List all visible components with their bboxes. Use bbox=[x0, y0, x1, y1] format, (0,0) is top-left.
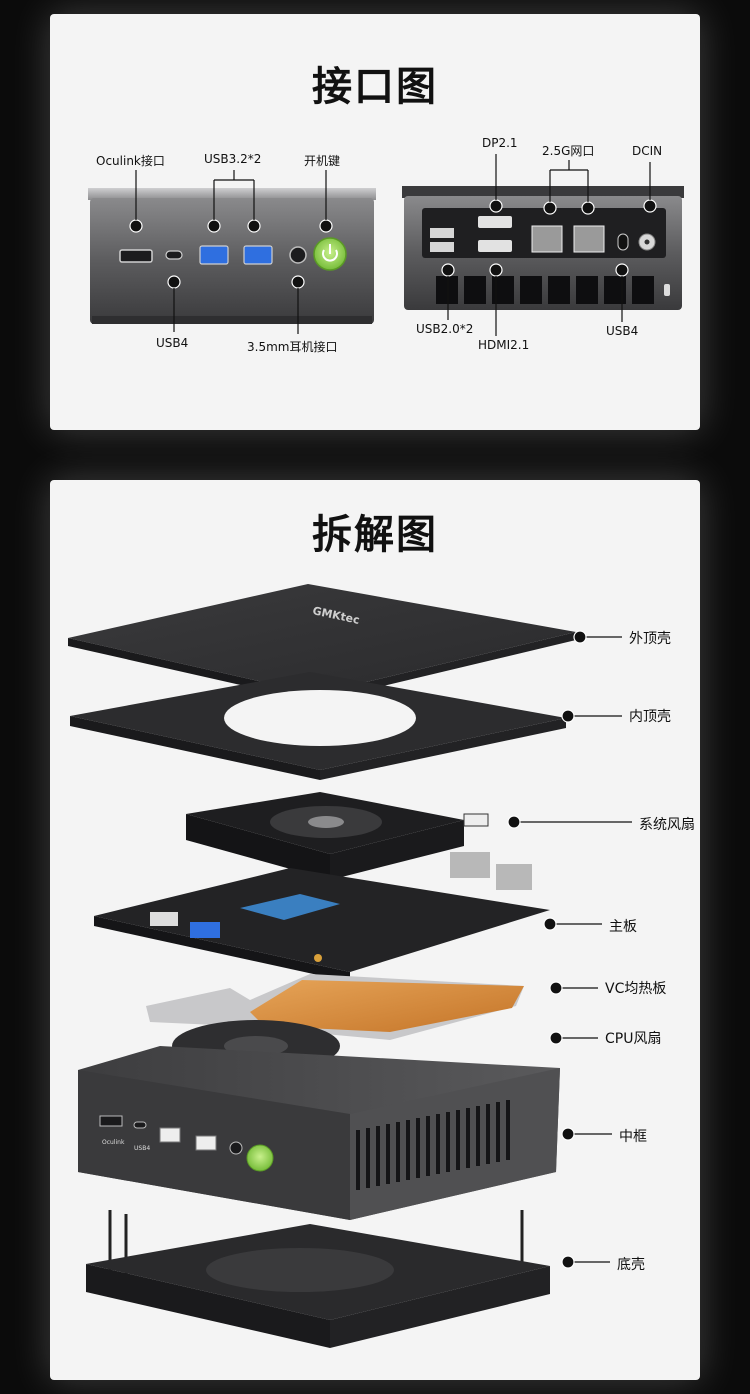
outer-top-shell bbox=[68, 584, 576, 694]
inner-shell-fan-opening bbox=[224, 690, 416, 746]
label-bottom-shell: 底壳 bbox=[617, 1257, 645, 1273]
front-leaders bbox=[135, 170, 327, 334]
label-inner-top-shell: 内顶壳 bbox=[629, 709, 671, 725]
bottom-vent-grille bbox=[206, 1248, 394, 1292]
audio-jack bbox=[289, 246, 307, 264]
usb4-port-rear bbox=[617, 233, 629, 251]
usb4-port-front bbox=[165, 250, 183, 260]
label-system-fan: 系统风扇 bbox=[639, 817, 695, 833]
frame-audio-jack bbox=[229, 1141, 243, 1155]
frame-oculink-port bbox=[99, 1115, 123, 1127]
front-top-lid bbox=[88, 188, 376, 200]
usb3-port-1 bbox=[199, 245, 229, 265]
front-device bbox=[88, 170, 376, 334]
teardown-title: 拆解图 bbox=[312, 512, 438, 558]
frame-usb-port-1 bbox=[159, 1127, 181, 1143]
label-25g-lan: 2.5G网口 bbox=[542, 144, 595, 158]
vc-heatsink bbox=[250, 980, 524, 1032]
label-cpu-fan: CPU风扇 bbox=[605, 1031, 662, 1047]
label-dp21: DP2.1 bbox=[482, 136, 518, 150]
front-markers bbox=[129, 219, 333, 289]
label-power-key: 开机键 bbox=[304, 154, 341, 168]
label-usb4-rear: USB4 bbox=[606, 324, 639, 338]
rear-top-lid bbox=[402, 186, 684, 198]
label-motherboard: 主板 bbox=[609, 919, 637, 935]
teardown-panel: 拆解图 外顶壳 内顶壳 系统风扇 主板 VC均热板 CPU风扇 中框 底壳 bbox=[50, 480, 700, 1380]
rear-device bbox=[402, 154, 684, 336]
frame-usb4-port bbox=[133, 1121, 147, 1129]
frame-power-button bbox=[246, 1144, 274, 1172]
hdmi-port bbox=[478, 240, 512, 252]
power-icon bbox=[322, 249, 338, 262]
label-usb4-front: USB4 bbox=[156, 336, 189, 350]
usb3-port-2 bbox=[243, 245, 273, 265]
label-outer-top-shell: 外顶壳 bbox=[629, 631, 671, 647]
side-vents bbox=[356, 1100, 510, 1190]
oculink-port bbox=[119, 249, 153, 263]
front-body bbox=[90, 198, 374, 324]
rear-leaders bbox=[447, 154, 651, 336]
label-audio-jack: 3.5mm耳机接口 bbox=[247, 340, 338, 354]
rear-vents bbox=[436, 276, 654, 304]
label-usb32: USB3.2*2 bbox=[204, 152, 262, 166]
ports-panel: 接口图 Oculink接口 USB3.2*2 开机键 USB4 3.5mm耳机接… bbox=[50, 14, 700, 430]
teardown-illustration: GMKtec bbox=[68, 584, 632, 1348]
label-hdmi21: HDMI2.1 bbox=[478, 338, 530, 352]
ports-illustration bbox=[88, 154, 684, 336]
lan-port-1 bbox=[531, 225, 563, 253]
motherboard bbox=[94, 868, 550, 972]
lan-port-2 bbox=[573, 225, 605, 253]
label-dcin: DCIN bbox=[632, 144, 663, 158]
usb20-port-2 bbox=[430, 242, 454, 252]
frame-usb-port-2 bbox=[195, 1135, 217, 1151]
cpu-chip bbox=[240, 894, 340, 920]
label-oculink: Oculink接口 bbox=[96, 154, 165, 168]
frame-oculink-print: Oculink bbox=[102, 1139, 125, 1146]
dp-port bbox=[478, 216, 512, 228]
teardown-leaders bbox=[520, 636, 632, 1263]
label-middle-frame: 中框 bbox=[619, 1129, 647, 1145]
frame-usb4-print: USB4 bbox=[134, 1145, 150, 1152]
teardown-markers bbox=[507, 630, 587, 1269]
usb20-port-1 bbox=[430, 228, 454, 238]
kensington-lock bbox=[664, 284, 670, 296]
label-vc-heatsink: VC均热板 bbox=[605, 981, 667, 997]
ports-title: 接口图 bbox=[312, 64, 438, 110]
label-usb20: USB2.0*2 bbox=[416, 322, 474, 336]
